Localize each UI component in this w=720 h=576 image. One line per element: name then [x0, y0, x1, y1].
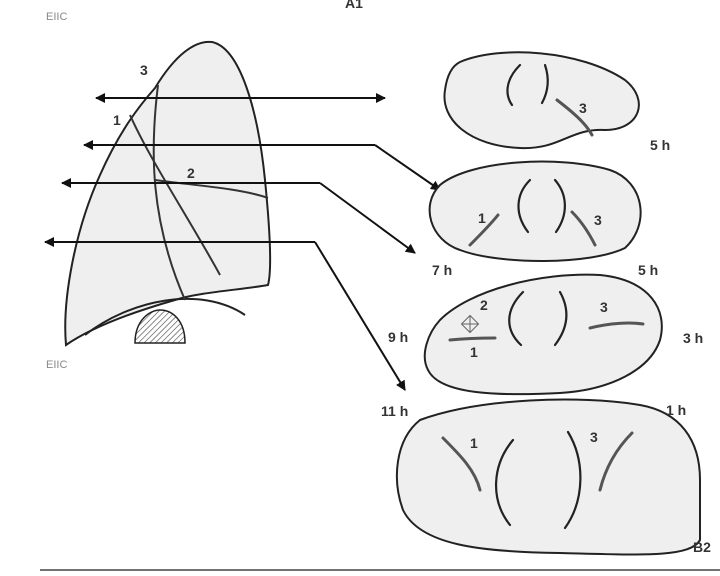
- cross-section-1: 3 5 h: [443, 51, 670, 153]
- lung-bottom-mark: EIIC: [46, 359, 67, 371]
- section-1-fissure-3: 3: [579, 100, 587, 116]
- section-3-fissure-2: 2: [480, 297, 488, 313]
- section-2-fissure-1: 1: [478, 210, 486, 226]
- lung-outline: [64, 40, 272, 347]
- section-3-clock-3h: 3 h: [683, 330, 703, 346]
- panel-label-b2: B2: [693, 539, 711, 555]
- section-4-clock-1h: 1 h: [666, 402, 686, 418]
- section-arrows: [44, 93, 441, 391]
- lung-fissure-label-3: 3: [140, 62, 148, 78]
- cross-section-3: 2 1 3 9 h 3 h: [388, 273, 703, 396]
- panel-label-a1: A1: [345, 0, 363, 11]
- cross-section-4: 1 3 11 h 1 h: [381, 398, 701, 556]
- section-3-clock-9h: 9 h: [388, 329, 408, 345]
- section-2-clock-7h: 7 h: [432, 262, 452, 278]
- section-4-fissure-3: 3: [590, 429, 598, 445]
- section-1-clock-5h: 5 h: [650, 137, 670, 153]
- lesion-marker-icon: [460, 314, 480, 334]
- lung-fissure-label-1: 1: [113, 112, 121, 128]
- section-3-fissure-3: 3: [600, 299, 608, 315]
- section-2-clock-5h: 5 h: [638, 262, 658, 278]
- cross-section-2: 1 3 7 h 5 h: [428, 160, 658, 278]
- top-left-mark: EIIC: [46, 11, 67, 23]
- section-3-fissure-1: 1: [470, 344, 478, 360]
- section-4-clock-11h: 11 h: [381, 403, 408, 419]
- section-4-fissure-1: 1: [470, 435, 478, 451]
- lung-fissure-label-2: 2: [187, 165, 195, 181]
- heart-dome-icon: [134, 309, 186, 344]
- section-2-fissure-3: 3: [594, 212, 602, 228]
